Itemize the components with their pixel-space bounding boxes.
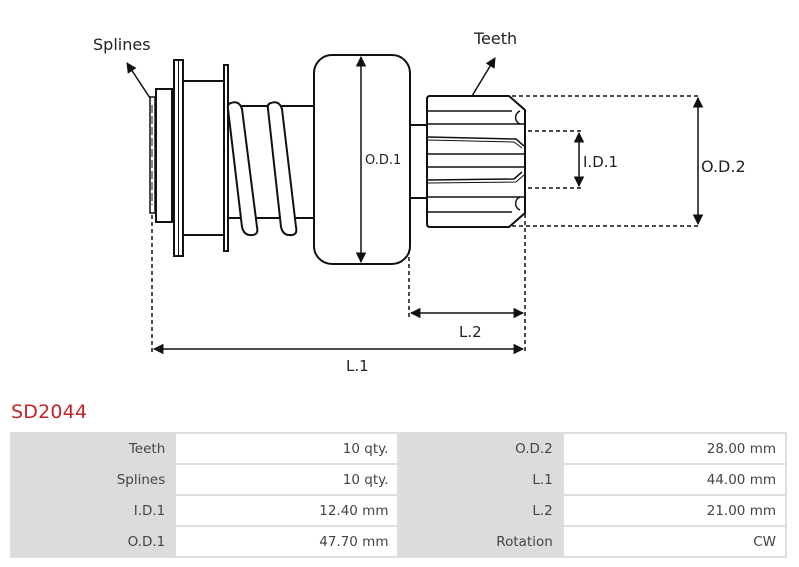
- od2-label: O.D.2: [701, 157, 746, 176]
- teeth-label: Teeth: [473, 29, 517, 48]
- spec-label: Teeth: [12, 434, 175, 463]
- spec-label: O.D.2: [399, 434, 562, 463]
- spring-coils: [226, 101, 298, 237]
- extension-lines: [151, 95, 700, 352]
- id1-label: I.D.1: [583, 153, 618, 171]
- drive-body: [149, 54, 526, 265]
- table-row: Teeth 10 qty. O.D.2 28.00 mm: [12, 434, 785, 463]
- collar: [182, 80, 226, 236]
- splines-pointer: [126, 62, 151, 99]
- spec-value: 21.00 mm: [563, 496, 785, 525]
- product-code-title: SD2044: [11, 401, 88, 423]
- spec-label: L.1: [399, 465, 562, 494]
- table-row: Splines 10 qty. L.1 44.00 mm: [12, 465, 785, 494]
- specs-table: Teeth 10 qty. O.D.2 28.00 mm Splines 10 …: [10, 432, 787, 558]
- spec-label: Rotation: [399, 527, 562, 556]
- splines-part: [149, 88, 173, 223]
- table-row: I.D.1 12.40 mm L.2 21.00 mm: [12, 496, 785, 525]
- spec-label: O.D.1: [12, 527, 175, 556]
- od1-label: O.D.1: [365, 153, 401, 168]
- pinion-gear: [426, 95, 526, 228]
- spec-value: 47.70 mm: [176, 527, 398, 556]
- spec-value: 44.00 mm: [563, 465, 785, 494]
- neck: [409, 124, 428, 199]
- spec-label: I.D.1: [12, 496, 175, 525]
- starter-drive-diagram: Splines Teeth O.D.1 I.D.1 O.D.2 L.2 L.1: [93, 29, 746, 375]
- spec-value: 10 qty.: [176, 465, 398, 494]
- spec-label: Splines: [12, 465, 175, 494]
- teeth-pointer: [471, 57, 496, 97]
- l2-label: L.2: [459, 323, 482, 341]
- dimension-arrows: [126, 55, 704, 355]
- splines-label: Splines: [93, 35, 151, 54]
- spec-value: CW: [563, 527, 785, 556]
- spec-value: 10 qty.: [176, 434, 398, 463]
- l1-label: L.1: [346, 357, 369, 375]
- spec-value: 28.00 mm: [563, 434, 785, 463]
- table-row: O.D.1 47.70 mm Rotation CW: [12, 527, 785, 556]
- spec-label: L.2: [399, 496, 562, 525]
- spec-value: 12.40 mm: [176, 496, 398, 525]
